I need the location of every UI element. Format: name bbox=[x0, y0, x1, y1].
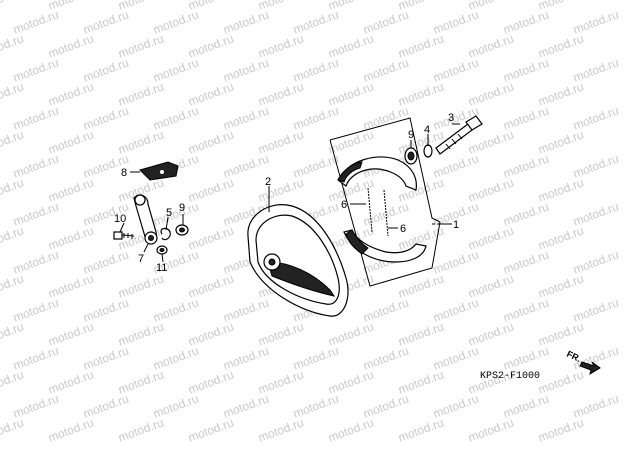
callout-6-right: 6 bbox=[400, 223, 406, 235]
callout-4: 4 bbox=[424, 124, 430, 136]
callout-labels: 1 2 3 4 5 6 6 7 8 9 9 10 11 bbox=[114, 112, 459, 274]
callout-9-right: 9 bbox=[408, 129, 414, 141]
brake-shoe-lower bbox=[343, 229, 427, 263]
washer bbox=[423, 144, 433, 158]
arm-bolt bbox=[113, 231, 135, 240]
fr-label: FR. bbox=[565, 349, 582, 364]
nut-left bbox=[175, 224, 189, 236]
brake-shoe-upper bbox=[337, 156, 417, 191]
wear-indicator-plate bbox=[139, 161, 179, 181]
brake-arm bbox=[133, 194, 158, 245]
diagram-code: KPS2-F1000 bbox=[480, 371, 540, 382]
callout-11: 11 bbox=[156, 262, 167, 274]
shoe-spring-right bbox=[383, 189, 389, 237]
callout-8: 8 bbox=[121, 167, 127, 179]
seal-right bbox=[404, 147, 418, 165]
brake-panel bbox=[247, 204, 349, 317]
shoe-spring-left bbox=[367, 187, 373, 233]
callout-5: 5 bbox=[166, 207, 172, 219]
callout-2: 2 bbox=[265, 176, 271, 188]
leader-lines bbox=[119, 123, 460, 263]
callout-9-left: 9 bbox=[179, 202, 185, 214]
callout-10: 10 bbox=[114, 213, 126, 225]
small-nut bbox=[156, 245, 168, 255]
front-direction-indicator: FR. bbox=[565, 349, 601, 376]
callout-1: 1 bbox=[453, 219, 459, 231]
front-arrow-icon bbox=[579, 361, 601, 376]
callout-6-left: 6 bbox=[341, 199, 347, 211]
callout-3: 3 bbox=[448, 112, 454, 124]
brake-cam bbox=[435, 115, 483, 155]
return-spring bbox=[160, 227, 171, 241]
callout-7: 7 bbox=[138, 253, 144, 265]
